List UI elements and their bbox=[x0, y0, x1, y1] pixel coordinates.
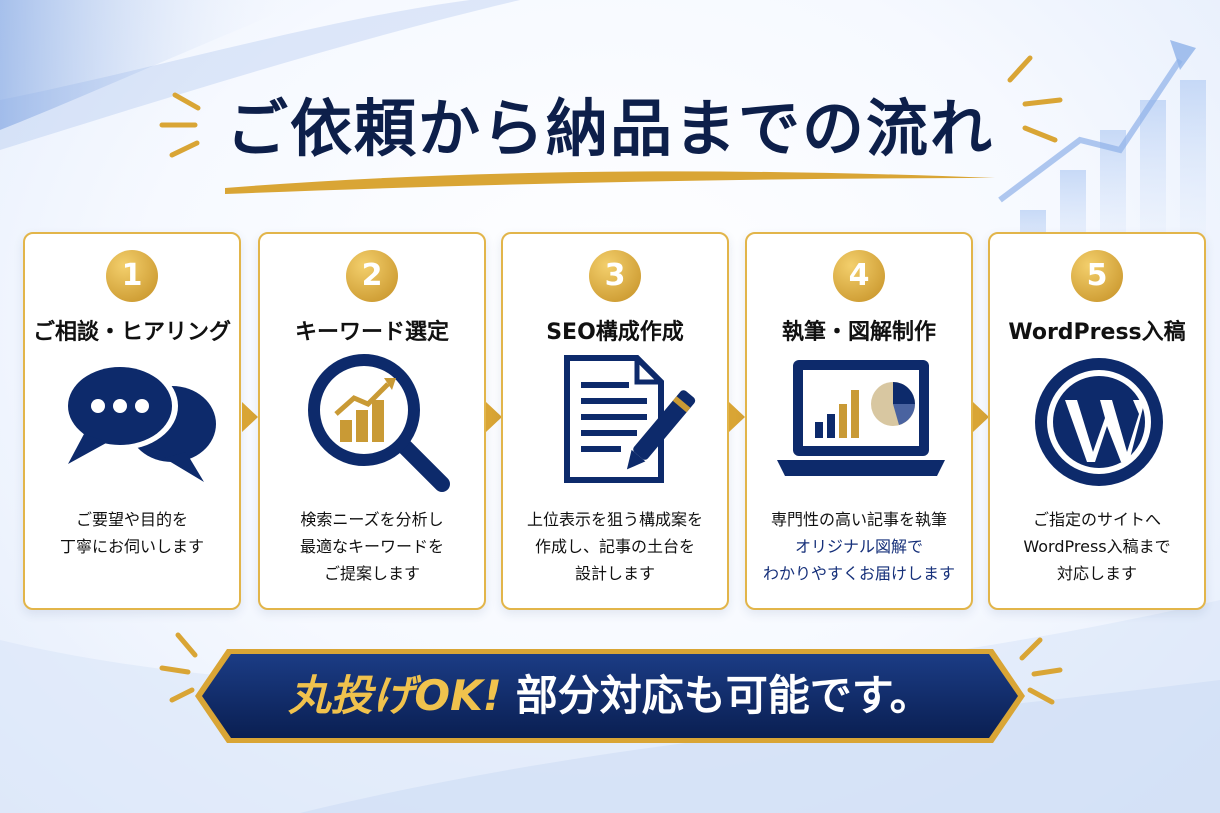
step-title: 執筆・図解制作 bbox=[781, 320, 936, 345]
flow-arrow-4 bbox=[973, 402, 989, 432]
step-description: 検索ニーズを分析し 最適なキーワードを ご提案します bbox=[299, 510, 444, 583]
step-title: SEO構成作成 bbox=[546, 320, 684, 345]
wordpress-logo-icon bbox=[1035, 358, 1163, 486]
step-description: 専門性の高い記事を執筆 オリジナル図解で わかりやすくお届けします bbox=[762, 510, 955, 583]
magnifier-chart-icon bbox=[308, 354, 450, 492]
banner-message: 丸投げOK! 部分対応も可能です。 bbox=[193, 647, 1027, 745]
step-number-badge: 5 bbox=[1071, 250, 1123, 302]
banner-highlight: 丸投げOK! bbox=[288, 671, 502, 720]
banner-text: 部分対応も可能です。 bbox=[515, 671, 932, 720]
step-description: ご要望や目的を 丁寧にお伺いします bbox=[59, 510, 204, 556]
step-card-4: 4 執筆・図解制作 専門性の高い記事を執筆 オリジナル図解で わかりやすくお届け… bbox=[745, 232, 973, 610]
document-pen-icon bbox=[564, 355, 696, 483]
flow-arrow-1 bbox=[242, 402, 258, 432]
step-title: ご相談・ヒアリング bbox=[32, 320, 231, 345]
step-number-badge: 1 bbox=[106, 250, 158, 302]
step-card-3: 3 SEO構成作成 上位表示を狙う構成案を 作成し、記事の土台を 設計します bbox=[501, 232, 729, 610]
page-title: ご依頼から納品までの流れ bbox=[225, 92, 994, 165]
step-card-2: 2 キーワード選定 検索ニーズを分析し 最適なキーワードを ご提案します bbox=[258, 232, 486, 610]
title-underline bbox=[225, 171, 995, 194]
step-number-badge: 4 bbox=[833, 250, 885, 302]
step-number-badge: 2 bbox=[346, 250, 398, 302]
flow-arrow-2 bbox=[486, 402, 502, 432]
step-description: ご指定のサイトへ WordPress入稿まで 対応します bbox=[1023, 510, 1171, 583]
flow-arrow-3 bbox=[729, 402, 745, 432]
laptop-chart-icon bbox=[777, 360, 945, 476]
step-card-1: 1 ご相談・ヒアリング ご要望や目的を 丁寧にお伺いします bbox=[23, 232, 241, 610]
step-title: WordPress入稿 bbox=[1008, 320, 1186, 345]
step-description: 上位表示を狙う構成案を 作成し、記事の土台を 設計します bbox=[526, 510, 703, 583]
step-title: キーワード選定 bbox=[294, 320, 449, 345]
step-card-5: 5 WordPress入稿 ご指定のサイトへ WordPress入稿まで 対応し… bbox=[988, 232, 1206, 610]
chat-bubbles-icon bbox=[62, 362, 216, 482]
banner-ribbon bbox=[195, 649, 1025, 743]
step-number-badge: 3 bbox=[589, 250, 641, 302]
